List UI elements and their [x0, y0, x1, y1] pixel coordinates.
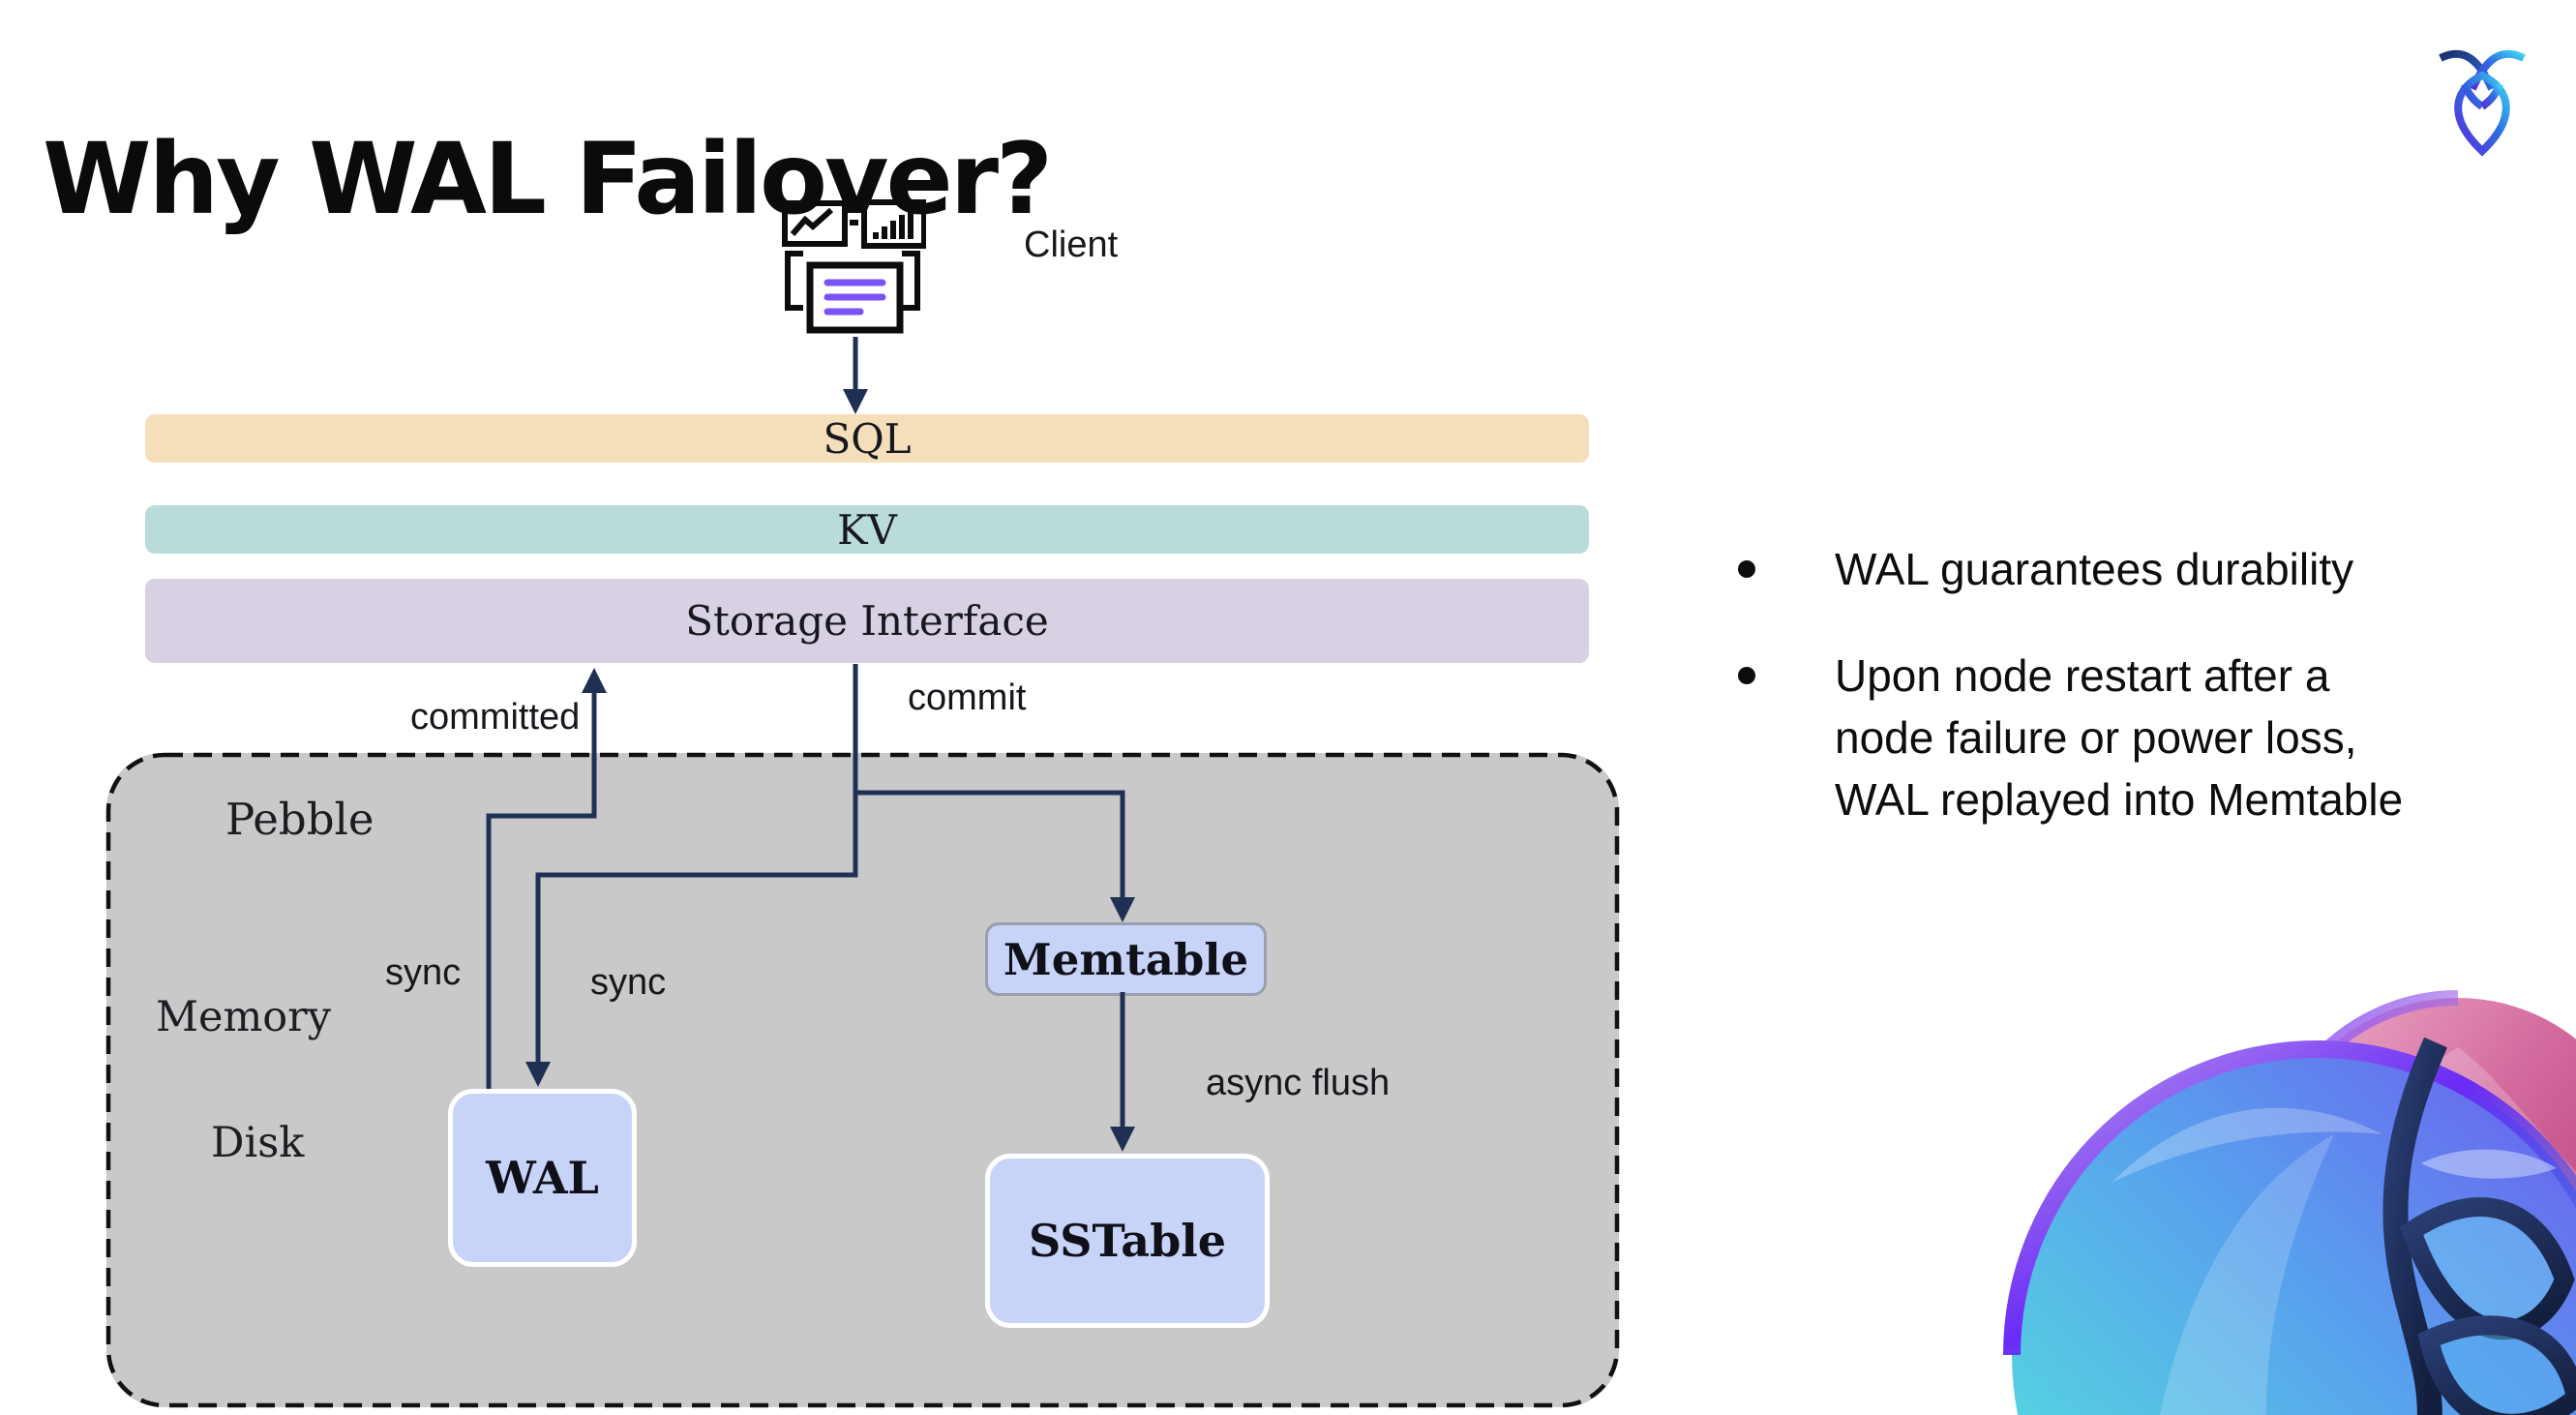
- deco-vine-stem: [2382, 1037, 2447, 1415]
- layer-bar-storage-interface: Storage Interface: [145, 579, 1589, 663]
- deco-blue-dome: [2012, 1049, 2576, 1415]
- layer-label-kv: KV: [837, 505, 897, 554]
- wal-box: WAL: [448, 1089, 637, 1267]
- disk-label: Disk: [211, 1119, 305, 1167]
- memtable-box-label: Memtable: [1003, 933, 1249, 985]
- layer-label-sql: SQL: [823, 414, 912, 463]
- edge-label-committed: committed: [410, 697, 581, 738]
- page-title: Why WAL Failover?: [43, 122, 1053, 238]
- note-item-durability: WAL guarantees durability: [1721, 538, 2524, 600]
- cockroachdb-logo-icon: [2439, 49, 2526, 157]
- arrowhead-client-sql: [843, 389, 868, 414]
- edge-label-async-flush: async flush: [1206, 1063, 1391, 1103]
- notes-list: WAL guarantees durability Upon node rest…: [1721, 538, 2524, 875]
- edge-label-commit: commit: [908, 677, 1027, 718]
- edge-label-sync-left: sync: [385, 952, 462, 993]
- deco-leaf-upper: [2399, 1197, 2575, 1340]
- deco-leaf-lower: [2417, 1315, 2576, 1415]
- brand-artwork-decoration: [2003, 989, 2576, 1415]
- sstable-box: SSTable: [985, 1154, 1270, 1328]
- memory-label: Memory: [156, 993, 331, 1041]
- pebble-label: Pebble: [225, 794, 374, 845]
- deco-pink-dome: [2268, 998, 2576, 1377]
- client-label: Client: [1024, 225, 1119, 265]
- arrowhead-committed: [582, 668, 607, 693]
- sstable-box-label: SSTable: [1029, 1215, 1226, 1267]
- layer-bar-kv: KV: [145, 505, 1589, 554]
- pebble-container: [106, 753, 1619, 1407]
- note-item-replay: Upon node restart after a node failure o…: [1721, 645, 2524, 830]
- layer-bar-sql: SQL: [145, 414, 1589, 463]
- wal-box-label: WAL: [486, 1152, 599, 1204]
- edge-label-sync-right: sync: [590, 962, 667, 1003]
- memtable-box: Memtable: [985, 922, 1267, 996]
- layer-label-storage-interface: Storage Interface: [685, 597, 1049, 645]
